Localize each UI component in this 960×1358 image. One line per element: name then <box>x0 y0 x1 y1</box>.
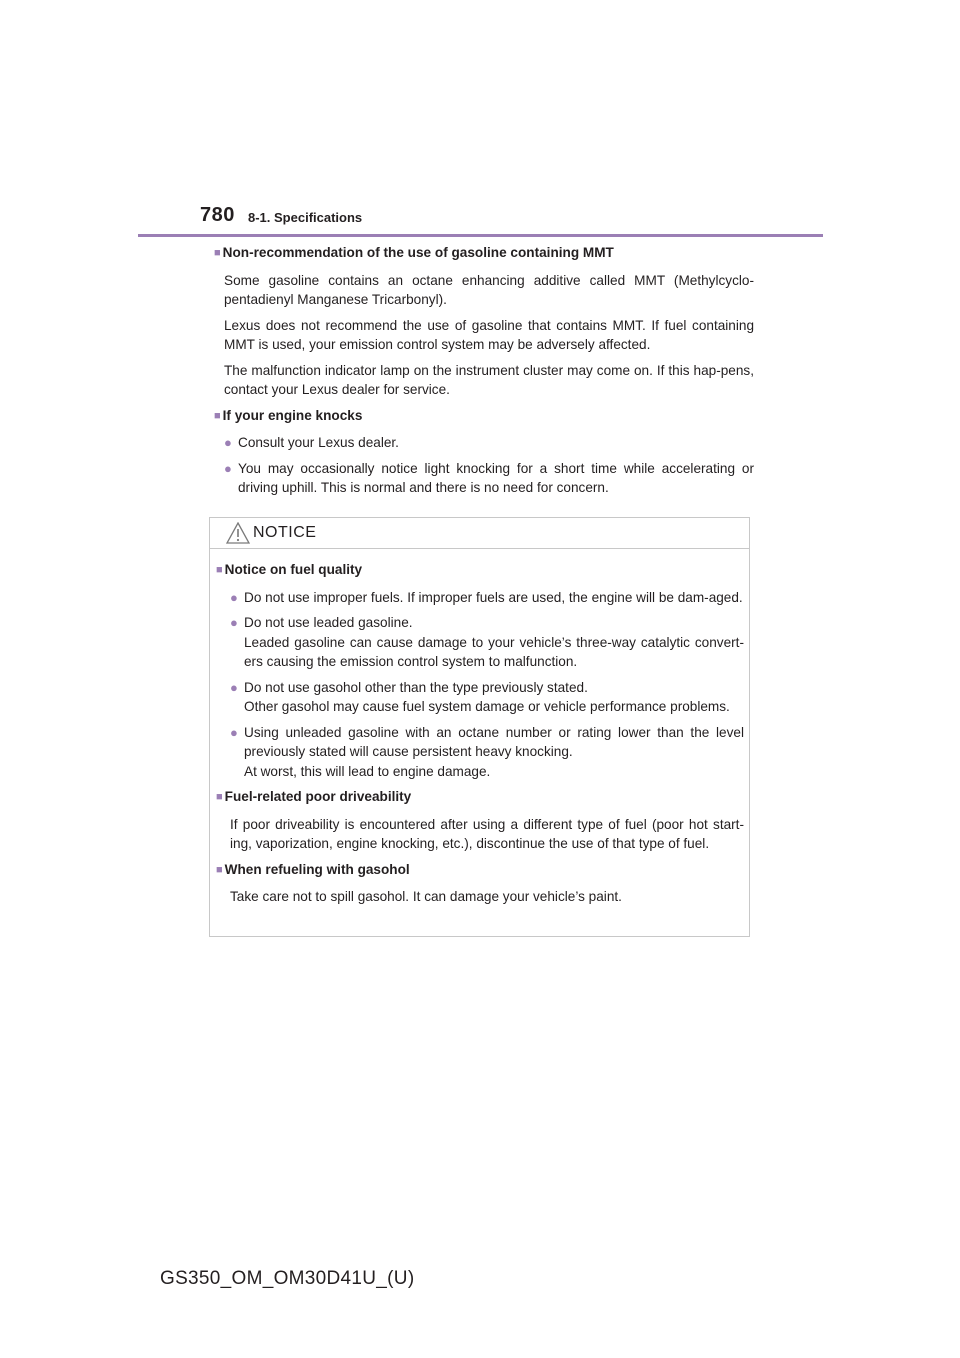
circle-bullet-icon: ● <box>224 460 232 476</box>
square-bullet-icon: ■ <box>214 409 221 422</box>
notice-box: NOTICE ■Notice on fuel quality ● Do not … <box>209 517 750 937</box>
notice-header: NOTICE <box>210 518 749 549</box>
notice-heading: ■When refueling with gasohol <box>216 861 410 877</box>
list-item: ● Do not use gasohol other than the type… <box>230 678 744 717</box>
list-item: ● You may occasionally notice light knoc… <box>224 459 754 498</box>
notice-title: NOTICE <box>253 524 317 541</box>
paragraph: If poor driveability is encountered afte… <box>230 816 744 852</box>
square-bullet-icon: ■ <box>214 247 221 259</box>
circle-bullet-icon: ● <box>230 589 238 605</box>
list-item: ● Consult your Lexus dealer. <box>224 433 754 453</box>
warning-triangle-icon <box>226 522 250 544</box>
square-bullet-icon: ■ <box>216 863 223 876</box>
circle-bullet-icon: ● <box>230 724 238 740</box>
paragraph: Take care not to spill gasohol. It can d… <box>230 889 622 904</box>
circle-bullet-icon: ● <box>230 679 238 695</box>
notice-heading: ■Fuel-related poor driveability <box>216 789 412 804</box>
paragraph: The malfunction indicator lamp on the in… <box>224 362 754 398</box>
main-content: ■Non-recommendation of the use of gasoli… <box>214 243 754 504</box>
notice-heading: ■Notice on fuel quality <box>216 562 363 577</box>
page-header: 780 8-1. Specifications <box>138 200 823 237</box>
section-heading: ■Non-recommendation of the use of gasoli… <box>214 245 614 260</box>
list-item: ● Using unleaded gasoline with an octane… <box>230 723 744 782</box>
square-bullet-icon: ■ <box>216 564 223 576</box>
circle-bullet-icon: ● <box>224 435 232 450</box>
circle-bullet-icon: ● <box>230 615 238 630</box>
notice-body: ■Notice on fuel quality ● Do not use imp… <box>216 560 744 913</box>
list-item: ● Do not use improper fuels. If improper… <box>230 588 744 608</box>
list-item: ● Do not use leaded gasoline. Leaded gas… <box>230 613 744 672</box>
paragraph: Lexus does not recommend the use of gaso… <box>224 317 754 353</box>
page-number: 780 <box>200 204 235 226</box>
section-heading: ■If your engine knocks <box>214 407 363 423</box>
section-title: 8-1. Specifications <box>248 210 363 225</box>
square-bullet-icon: ■ <box>216 791 223 803</box>
paragraph: Some gasoline contains an octane enhanci… <box>224 272 754 308</box>
document-code: GS350_OM_OM30D41U_(U) <box>160 1268 415 1289</box>
